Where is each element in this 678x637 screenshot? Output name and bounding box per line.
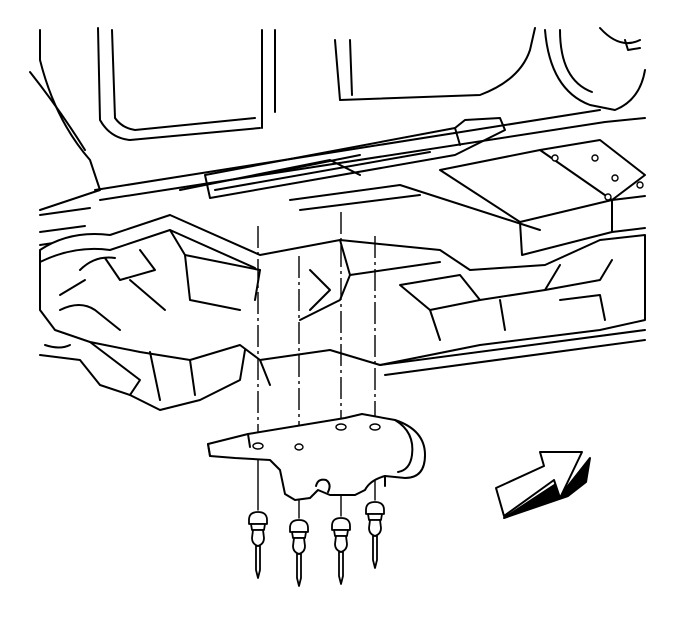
reinforcement-bracket — [207, 413, 426, 501]
blind-rivet — [365, 501, 385, 569]
blind-rivet — [331, 517, 351, 585]
blind-rivet — [248, 511, 268, 579]
forward-arrow-icon — [495, 451, 591, 519]
blind-rivets — [248, 501, 385, 587]
vehicle-underbody — [29, 27, 646, 411]
blind-rivet — [289, 519, 309, 587]
